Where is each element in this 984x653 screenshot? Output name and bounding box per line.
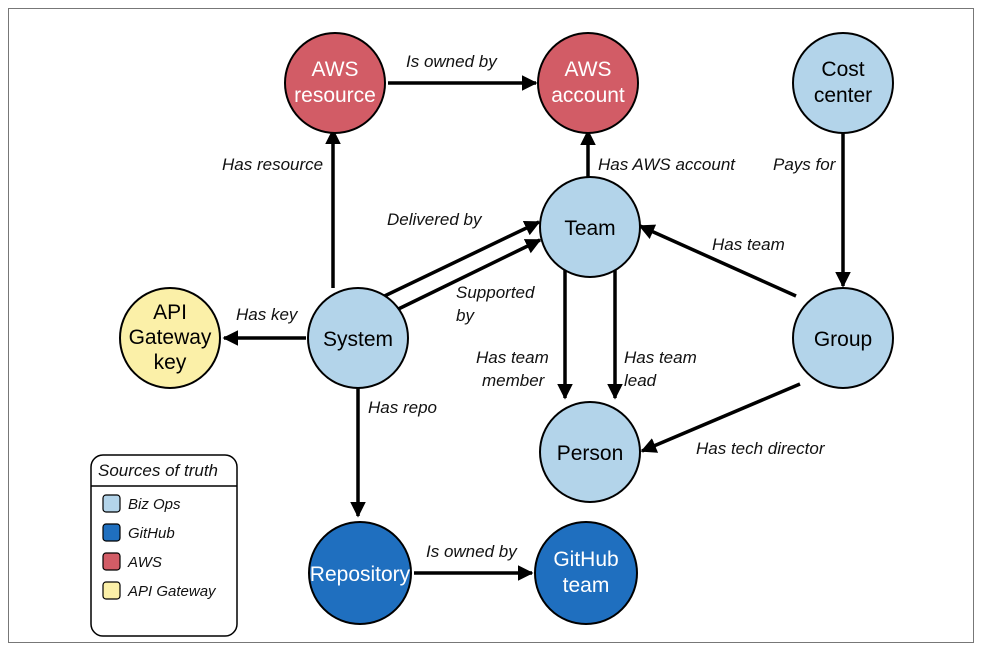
node-github-team-label-1: GitHub: [553, 548, 618, 571]
edge-label-supported-by-line1: Supported: [456, 283, 535, 302]
legend-swatch-api-gateway: [102, 581, 121, 600]
edge-label-has-team-lead-line2: lead: [624, 371, 657, 390]
node-cost-center-label-1: Cost: [821, 58, 864, 81]
node-person-label: Person: [557, 442, 624, 465]
legend-item-bizops: Biz Ops: [128, 496, 181, 513]
edge-label-has-team-member-line2: member: [482, 371, 546, 390]
node-person: Person: [539, 401, 641, 503]
edge-label-is-owned-by-top: Is owned by: [406, 52, 498, 71]
edge-label-has-team: Has team: [712, 235, 785, 254]
node-cost-center-circle: [792, 32, 894, 134]
legend-item-aws: AWS: [127, 554, 162, 571]
node-aws-account-label-1: AWS: [564, 58, 611, 81]
edge-label-delivered-by: Delivered by: [387, 210, 483, 229]
edge-group-to-person: [640, 382, 801, 453]
node-person-circle: [539, 401, 641, 503]
node-repository: Repository: [308, 521, 412, 625]
edge-system-to-team-supported: [383, 238, 542, 318]
node-api-gateway-key: API Gateway key: [119, 287, 221, 389]
edge-group-to-team: [638, 224, 797, 298]
edge-label-pays-for: Pays for: [773, 155, 837, 174]
node-api-gateway-key-circle: [119, 287, 221, 389]
legend: Sources of truth Biz Ops GitHub AWS API …: [90, 454, 238, 637]
edge-label-is-owned-by-bottom: Is owned by: [426, 542, 518, 561]
node-cost-center: Cost center: [792, 32, 894, 134]
edges: [222, 75, 851, 581]
node-github-team-label-2: team: [563, 574, 610, 597]
node-group-label: Group: [814, 328, 872, 351]
node-aws-resource-label-1: AWS: [311, 58, 358, 81]
node-repository-circle: [308, 521, 412, 625]
legend-box: [90, 454, 238, 637]
edge-label-has-repo: Has repo: [368, 398, 437, 417]
node-github-team-circle: [534, 521, 638, 625]
node-github-team: GitHub team: [534, 521, 638, 625]
node-team-circle: [539, 176, 641, 278]
legend-swatch-aws: [102, 552, 121, 571]
edge-label-has-team-lead-line1: Has team: [624, 348, 697, 367]
legend-swatch-github: [102, 523, 121, 542]
node-system-circle: [307, 287, 409, 389]
node-system-label: System: [323, 328, 393, 351]
node-cost-center-label-2: center: [814, 84, 872, 107]
edge-label-has-resource: Has resource: [222, 155, 323, 174]
node-team-label: Team: [564, 217, 615, 240]
node-aws-resource-circle: [284, 32, 386, 134]
edge-label-has-key: Has key: [236, 305, 299, 324]
node-api-gateway-key-label-3: key: [154, 351, 187, 374]
node-repository-label: Repository: [310, 563, 411, 586]
node-aws-account-label-2: account: [551, 84, 625, 107]
node-group: Group: [792, 287, 894, 389]
edge-label-has-tech-director: Has tech director: [696, 439, 826, 458]
node-aws-account-circle: [537, 32, 639, 134]
legend-title: Sources of truth: [98, 461, 218, 480]
legend-swatch-bizops: [102, 494, 121, 513]
node-api-gateway-key-label-2: Gateway: [129, 326, 212, 349]
node-system: System: [307, 287, 409, 389]
node-group-circle: [792, 287, 894, 389]
edge-label-has-team-member-line1: Has team: [476, 348, 549, 367]
node-team: Team: [539, 176, 641, 278]
edge-label-supported-by-line2: by: [456, 306, 475, 325]
edge-label-has-aws-account: Has AWS account: [598, 155, 736, 174]
edge-system-to-team-delivered: [373, 220, 541, 303]
node-aws-resource: AWS resource: [284, 32, 386, 134]
diagram-frame: [8, 8, 974, 643]
node-aws-resource-label-2: resource: [294, 84, 376, 107]
legend-item-api-gateway: API Gateway: [127, 583, 217, 600]
node-api-gateway-key-label-1: API: [153, 301, 187, 324]
node-aws-account: AWS account: [537, 32, 639, 134]
legend-item-github: GitHub: [128, 525, 175, 542]
